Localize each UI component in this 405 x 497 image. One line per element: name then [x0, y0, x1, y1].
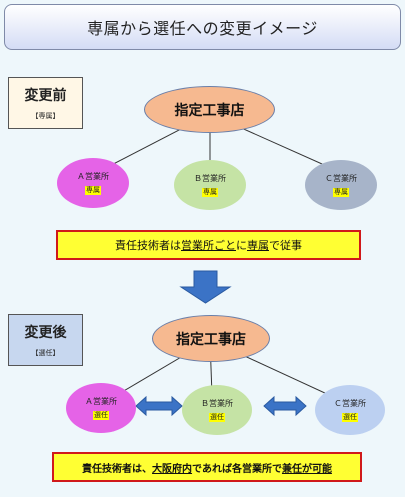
before-label: 変更前: [24, 88, 67, 104]
after-note-text: 責任技術者は、大阪府内であれば各営業所で兼任が可能: [82, 463, 332, 475]
office-name: Ｂ営業所: [194, 174, 226, 183]
diagram-title: 専属から選任への変更イメージ: [87, 19, 318, 38]
office-name: Ａ営業所: [77, 172, 109, 181]
after-note: 責任技術者は、大阪府内であれば各営業所で兼任が可能: [52, 452, 362, 482]
before-note: 責任技術者は営業所ごとに専属で従事: [56, 230, 361, 260]
office-tag: 専属: [202, 188, 218, 197]
down-arrow-icon: [179, 270, 232, 304]
double-arrow-icon: [263, 395, 307, 417]
after-office-a: Ａ営業所 選任: [66, 383, 136, 433]
after-label: 変更後: [24, 325, 67, 341]
office-name: Ｃ営業所: [334, 399, 366, 408]
before-sublabel: 【専属】: [31, 112, 60, 120]
office-tag: 専属: [85, 186, 101, 195]
hub-label: 指定工事店: [174, 102, 245, 119]
after-label-box: 変更後 【選任】: [8, 314, 83, 366]
before-office-c: Ｃ営業所 専属: [305, 160, 377, 210]
after-office-c: Ｃ営業所 選任: [315, 385, 385, 435]
hub-label: 指定工事店: [176, 331, 246, 348]
after-office-b: Ｂ営業所 選任: [182, 385, 252, 435]
office-tag: 専属: [333, 188, 349, 197]
office-name: Ａ営業所: [85, 397, 117, 406]
office-tag: 選任: [342, 413, 358, 422]
office-name: Ｂ営業所: [201, 399, 233, 408]
before-office-a: Ａ営業所 専属: [57, 158, 129, 208]
after-hub-node: 指定工事店: [152, 315, 270, 362]
office-tag: 選任: [209, 413, 225, 422]
before-hub-node: 指定工事店: [144, 86, 275, 133]
title-banner: 専属から選任への変更イメージ: [4, 4, 401, 50]
office-name: Ｃ営業所: [325, 174, 357, 183]
office-tag: 選任: [93, 411, 109, 420]
before-label-box: 変更前 【専属】: [8, 77, 83, 129]
double-arrow-icon: [135, 395, 183, 417]
before-office-b: Ｂ営業所 専属: [174, 160, 246, 210]
before-note-text: 責任技術者は営業所ごとに専属で従事: [115, 239, 302, 252]
after-sublabel: 【選任】: [31, 349, 60, 357]
